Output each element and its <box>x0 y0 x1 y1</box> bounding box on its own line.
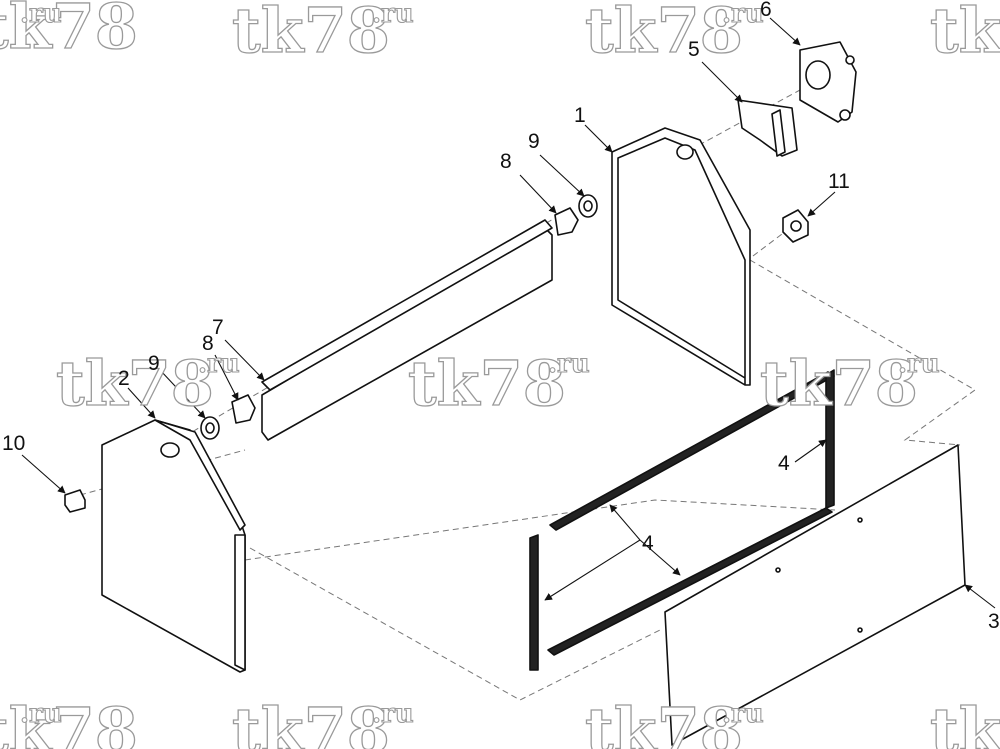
callout-8-right: 8 <box>500 150 512 173</box>
right-side-frame-part-1 <box>611 127 751 386</box>
watermark-text: tk78 <box>232 0 390 67</box>
callout-1: 1 <box>574 104 586 127</box>
watermark-text: tk78 <box>0 0 138 63</box>
watermark-text: tk78 <box>585 0 743 67</box>
callout-7: 7 <box>212 316 224 339</box>
watermark-suffix: .ru <box>722 699 764 729</box>
left-side-panel-part-2 <box>101 419 246 673</box>
watermark-text: tk78 <box>930 694 1000 749</box>
callout-3: 3 <box>988 610 1000 633</box>
callout-9-right: 9 <box>528 130 540 153</box>
washer-part-9-right <box>578 194 598 218</box>
watermark-suffix: .ru <box>548 349 590 379</box>
callout-4-center: 4 <box>642 532 654 555</box>
bushing-part-8-left <box>231 394 256 424</box>
watermark-text: tk78 <box>760 347 918 420</box>
callout-2: 2 <box>118 367 130 390</box>
watermark-text: tk78 <box>408 347 566 420</box>
mount-part-6 <box>799 41 857 123</box>
callout-5: 5 <box>688 38 700 61</box>
callout-6: 6 <box>760 0 772 21</box>
watermark-suffix: .ru <box>20 699 62 729</box>
watermark-suffix: .ru <box>722 0 764 29</box>
callout-labels: 1 2 3 4 4 5 6 7 8 8 9 9 10 11 <box>2 0 1000 633</box>
shaft-bar-part-7 <box>261 219 553 441</box>
callout-10: 10 <box>2 432 25 455</box>
watermark-text: tk78 <box>0 694 138 749</box>
nut-part-11 <box>782 209 809 243</box>
watermark-suffix: .ru <box>898 349 940 379</box>
watermark-text: tk78 <box>930 0 1000 67</box>
seal-strips-part-4 <box>529 369 835 671</box>
plug-part-10 <box>64 489 86 513</box>
watermark-text: tk78 <box>585 694 743 749</box>
watermark-suffix: .ru <box>20 0 62 29</box>
callout-4-right: 4 <box>778 452 790 475</box>
watermark-suffix: .ru <box>198 349 240 379</box>
leader-lines <box>21 17 996 609</box>
watermark-text: tk78 <box>232 694 390 749</box>
bushing-part-8-right <box>554 207 579 236</box>
callout-11: 11 <box>828 170 850 193</box>
bracket-part-5 <box>737 99 798 157</box>
callout-8-left: 8 <box>202 332 214 355</box>
watermark-suffix: .ru <box>372 0 414 29</box>
watermark-suffix: .ru <box>372 699 414 729</box>
callout-9-left: 9 <box>148 352 160 375</box>
washer-part-9-left <box>200 416 220 440</box>
watermark-text: tk78 <box>56 347 214 420</box>
